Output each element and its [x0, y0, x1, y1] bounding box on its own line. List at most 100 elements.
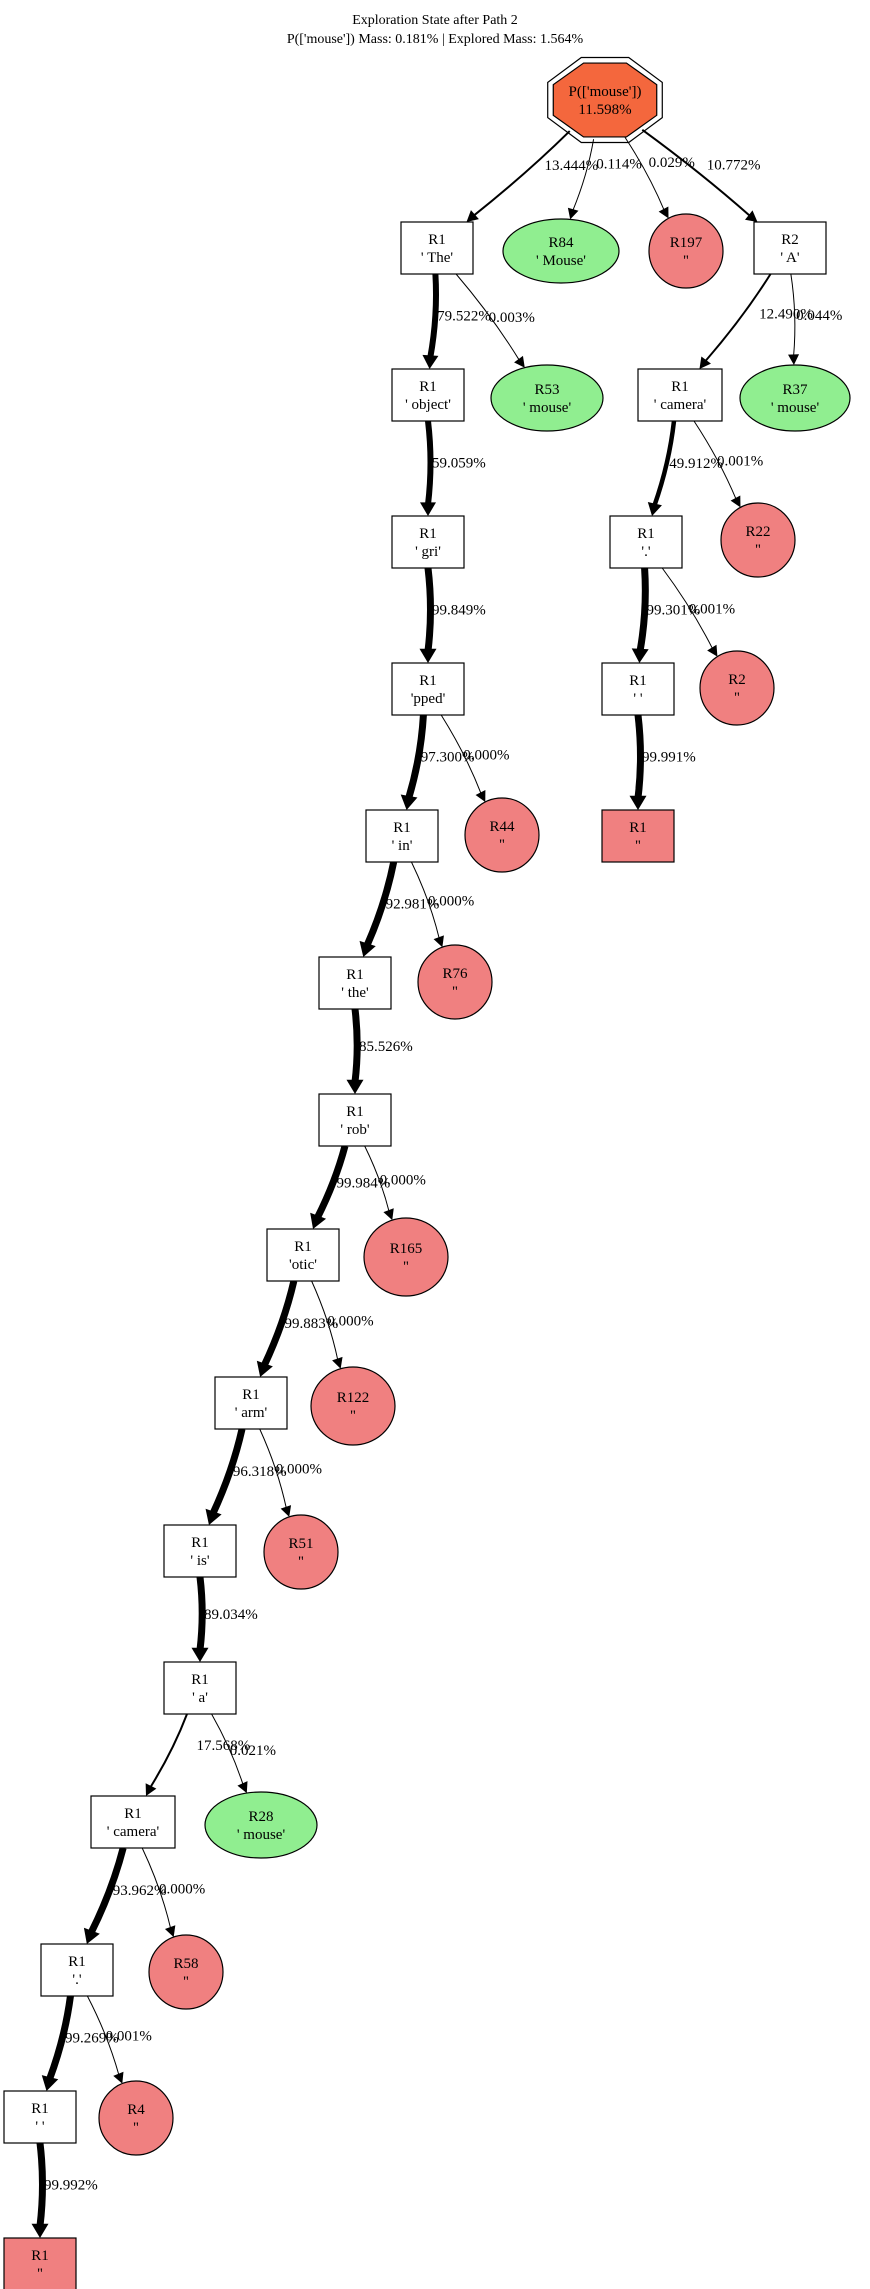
- edge-root-to-r2-a: [641, 129, 758, 222]
- edge-line: [636, 567, 649, 652]
- node-id-label: R1: [393, 820, 411, 836]
- node-box-shape: [391, 662, 465, 716]
- arrowhead-icon: [466, 210, 479, 222]
- arrowhead-icon: [699, 356, 711, 369]
- node-r84: R84' Mouse': [502, 218, 620, 284]
- node-id-label: R58: [173, 1956, 198, 1972]
- node-id-label: R1: [428, 232, 446, 248]
- node-r1-camera-b: R1' camera': [90, 1795, 176, 1849]
- edge-probability-label: 10.772%: [707, 158, 761, 174]
- edge-probability-label: 59.059%: [432, 456, 486, 472]
- edge-line: [440, 714, 482, 795]
- edge-probability-label: 99.991%: [642, 749, 696, 765]
- node-id-label: R1: [31, 2101, 49, 2117]
- node-r1-pped: R1'pped': [391, 662, 465, 716]
- edge-probability-label: 92.981%: [386, 897, 440, 913]
- node-id-label: R1: [242, 1387, 260, 1403]
- edge-line: [704, 273, 772, 363]
- node-r1-otic: R1'otic': [266, 1228, 340, 1282]
- edge-probability-label: 89.034%: [204, 1607, 258, 1623]
- node-r1-dot-a: R1 '.': [609, 515, 683, 569]
- arrowhead-icon: [788, 354, 800, 366]
- node-box-shape: [318, 1093, 392, 1147]
- node-r1-dot-b: R1'.': [40, 1943, 114, 1997]
- node-box-shape: [318, 956, 392, 1010]
- edge-r1-the-to-r1-object: [422, 273, 439, 369]
- edge-probability-label: 13.444%: [544, 158, 598, 174]
- node-id-label: R1: [637, 526, 655, 542]
- node-id-label: R4: [127, 2102, 145, 2118]
- edge-probability-label: 0.029%: [649, 155, 695, 171]
- node-token-label: '.': [641, 544, 650, 560]
- arrowhead-icon: [422, 354, 439, 369]
- edge-r1-a2-to-r28: [211, 1713, 248, 1794]
- node-r1-object: R1' object': [391, 368, 465, 422]
- node-token-label: ' rob': [340, 1122, 369, 1138]
- node-r1-gri: R1' gri': [391, 515, 465, 569]
- node-ellipse-shape: [263, 1514, 339, 1590]
- node-token-label: ' the': [341, 985, 369, 1001]
- edge-probability-label: 0.000%: [380, 1173, 426, 1189]
- node-box-shape: [400, 221, 474, 275]
- edge-probability-label: 0.000%: [463, 748, 509, 764]
- node-box-shape: [601, 662, 675, 716]
- node-ellipse-shape: [363, 1217, 449, 1297]
- node-r1-rob: R1' rob': [318, 1093, 392, 1147]
- arrowhead-icon: [237, 1781, 248, 1794]
- node-ellipse-shape: [204, 1791, 318, 1859]
- edge-probability-label: 79.522%: [437, 309, 491, 325]
- node-token-label: ' mouse': [771, 400, 820, 416]
- edge-r2-a-to-r37: [788, 273, 800, 366]
- node-token-label: ' ': [633, 691, 642, 707]
- node-r22: R22'': [720, 502, 796, 578]
- edge-line: [149, 1713, 188, 1789]
- edge-r1-is-to-r1-a2: [191, 1576, 209, 1662]
- edge-line: [364, 1145, 390, 1212]
- edge-r1-in-to-r76: [410, 861, 444, 948]
- edge-r1-arm-to-r1-is: [205, 1428, 246, 1525]
- node-box-shape: [391, 515, 465, 569]
- node-ellipse-shape: [490, 364, 604, 432]
- node-token-label: ' gri': [415, 544, 441, 560]
- node-token-label: '': [37, 2266, 43, 2282]
- edge-probability-label: 17.568%: [196, 1738, 250, 1754]
- node-r1-in: R1' in': [365, 809, 439, 863]
- node-box-shape: [3, 2090, 77, 2144]
- node-box-shape: [609, 515, 683, 569]
- edge-probability-label: 99.269%: [65, 2030, 119, 2046]
- edge-line: [260, 1280, 298, 1368]
- edge-line: [641, 129, 751, 217]
- diagram-title-line1: Exploration State after Path 2: [352, 13, 518, 28]
- arrowhead-icon: [383, 1208, 394, 1221]
- edge-line: [634, 714, 644, 799]
- edge-probability-label: 99.849%: [432, 602, 486, 618]
- node-r1-is: R1' is': [163, 1524, 237, 1578]
- edge-line: [351, 1008, 361, 1083]
- node-id-label: R165: [390, 1241, 423, 1257]
- node-r1-end-b: R1'': [3, 2237, 77, 2289]
- edge-r1-rob-to-r165: [364, 1145, 394, 1221]
- node-octagon-outer: [547, 56, 663, 144]
- node-token-label: '': [403, 1259, 409, 1275]
- edge-labels-layer: 13.444%0.114% 0.029% 10.772% 79.522%0.003% 1…: [44, 155, 842, 2193]
- node-id-label: R1: [419, 379, 437, 395]
- arrowhead-icon: [145, 1783, 157, 1796]
- diagram-title-line2: P(['mouse']) Mass: 0.181% | Explored Mas…: [287, 32, 584, 47]
- edge-probability-label: 99.301%: [647, 602, 701, 618]
- node-id-label: R1: [294, 1239, 312, 1255]
- edge-r1-dot-a-to-r1-sp-a: [631, 567, 649, 663]
- edge-line: [661, 567, 714, 650]
- edge-probability-label: 0.000%: [276, 1462, 322, 1478]
- node-id-label: R1: [419, 673, 437, 689]
- node-token-label: '': [452, 984, 458, 1000]
- node-token-label: '': [734, 690, 740, 706]
- node-r1-the: R1' The': [400, 221, 474, 275]
- arrowhead-icon: [280, 1505, 292, 1517]
- node-r1-end-a: R1'': [601, 809, 675, 863]
- arrowhead-icon: [433, 935, 444, 948]
- edge-probability-label: 0.003%: [489, 310, 535, 326]
- edge-line: [141, 1847, 172, 1929]
- edge-probability-label: 0.114%: [596, 156, 642, 172]
- edge-probability-label: 0.044%: [796, 308, 842, 324]
- node-r58: R58'': [148, 1934, 224, 2010]
